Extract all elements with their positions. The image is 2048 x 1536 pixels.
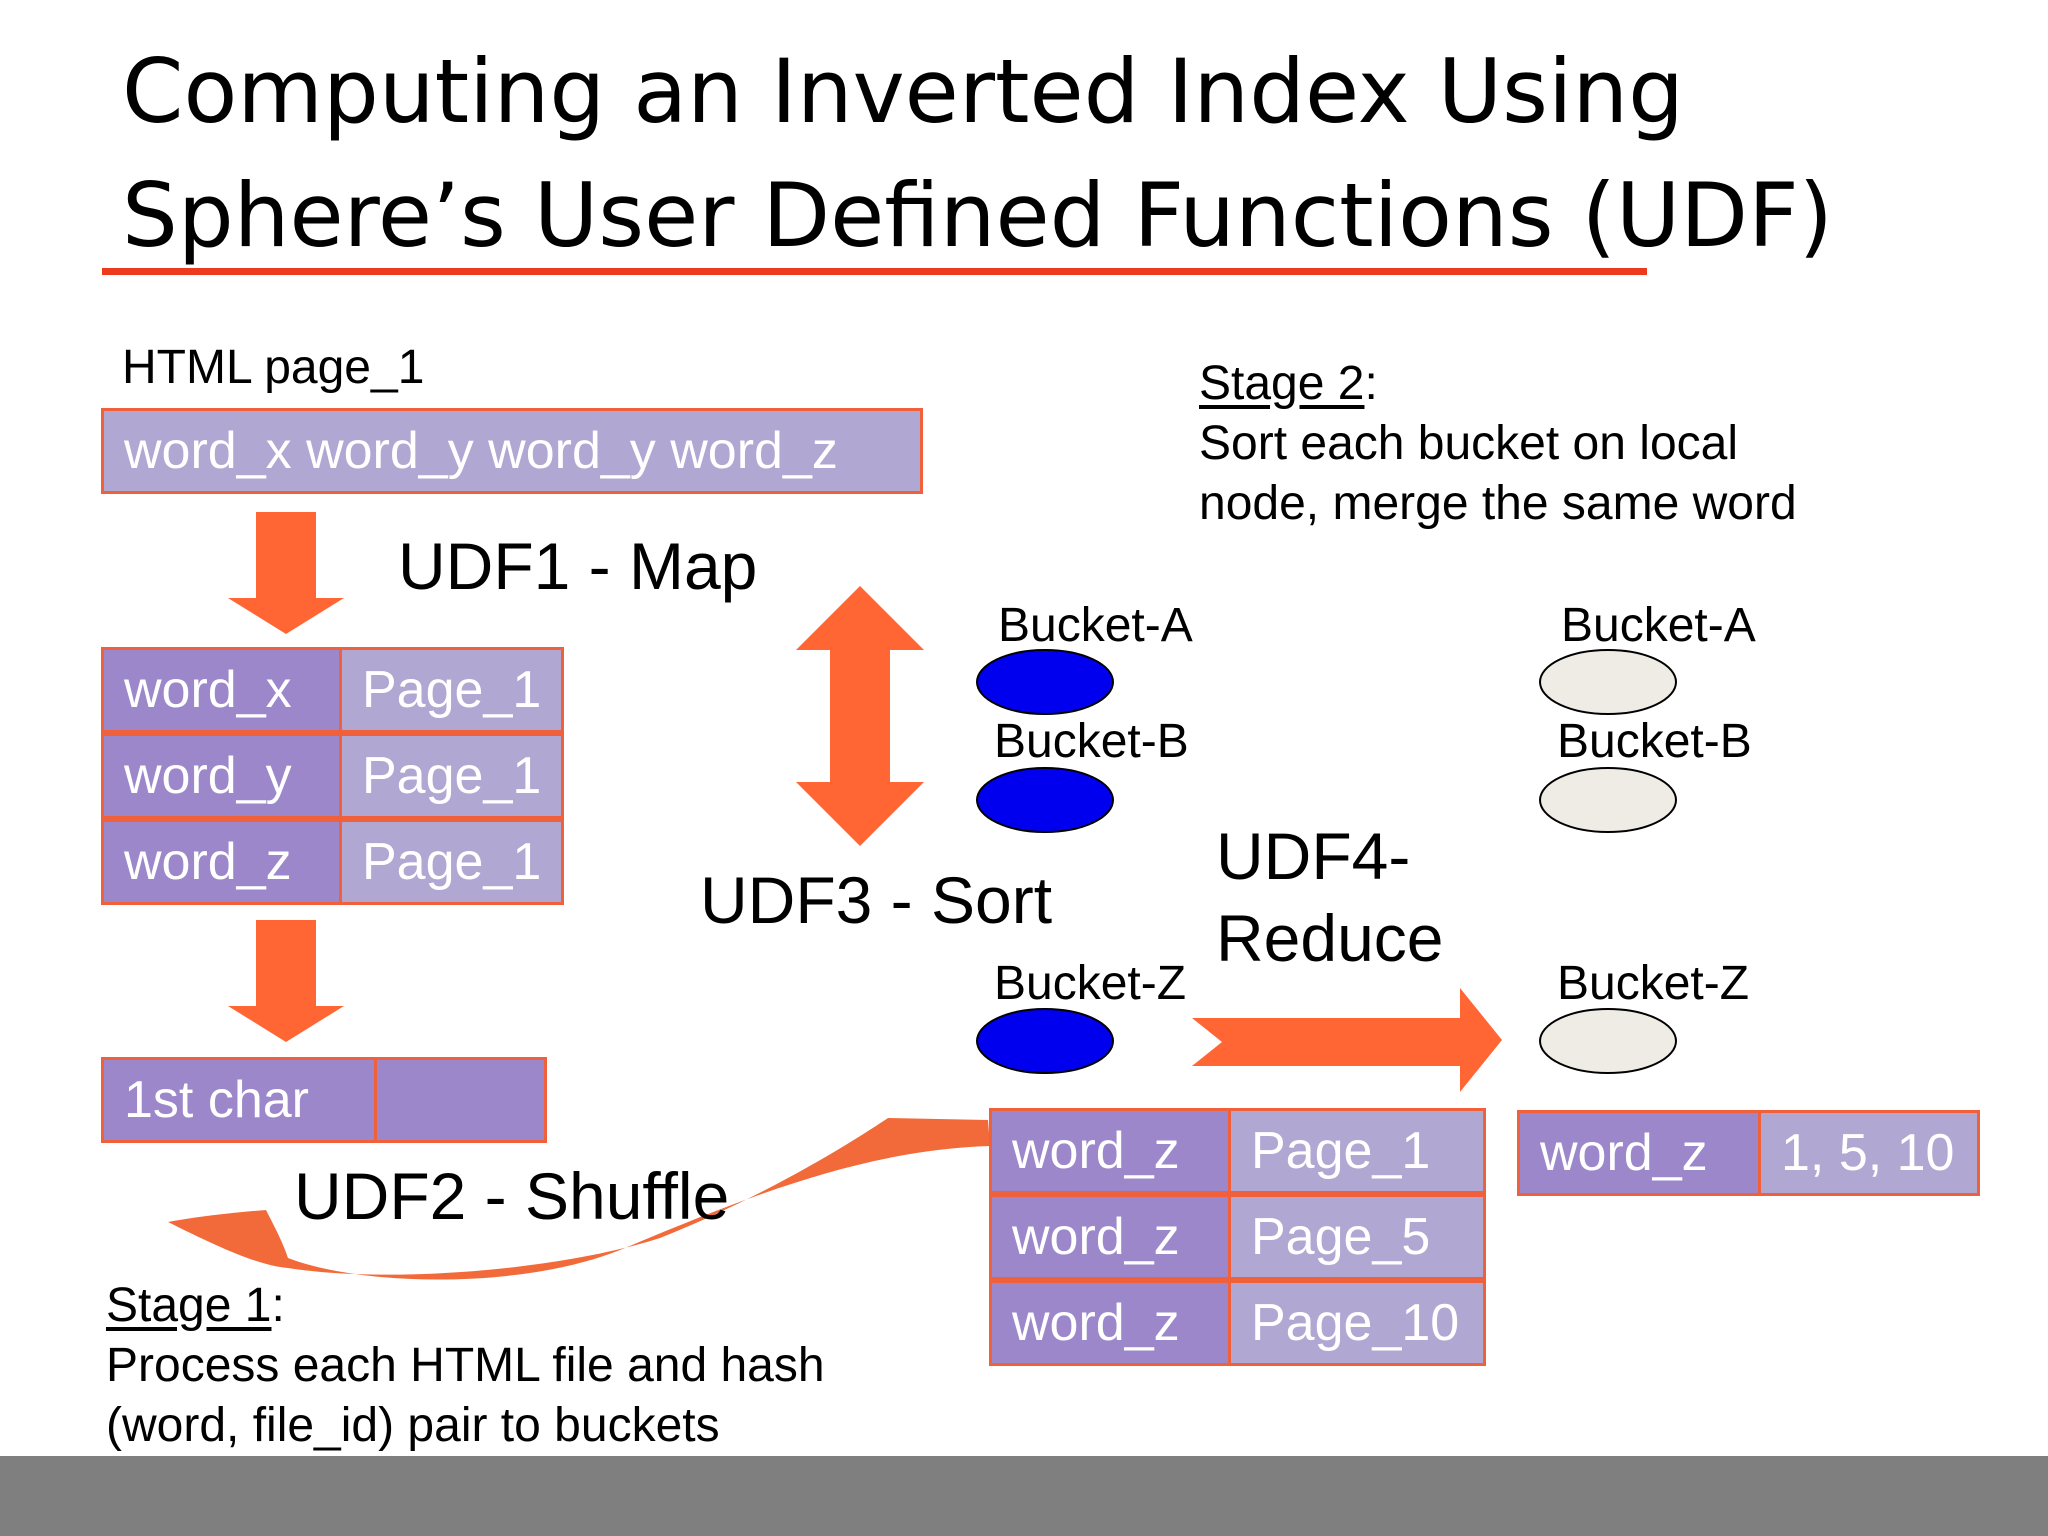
bucketz-word-1: word_z [989, 1108, 1231, 1194]
right-arrow-reduce [1192, 988, 1502, 1092]
stage2-line-1: Sort each bucket on local [1199, 417, 1738, 470]
udf3-sort-label: UDF3 - Sort [700, 863, 1053, 937]
map-page-3: Page_1 [339, 819, 564, 905]
bucketz-page-1: Page_1 [1228, 1108, 1486, 1194]
udf4-reduce-label-line-2: Reduce [1216, 901, 1444, 975]
first-char-label: 1st char [101, 1057, 377, 1143]
curved-arrow-shuffle [168, 1118, 990, 1280]
bucket-b-left-label: Bucket-B [994, 715, 1189, 768]
bottom-bar [0, 1456, 2048, 1536]
down-arrow-map [228, 512, 344, 634]
stage2-heading: Stage 2: [1199, 356, 1378, 412]
bucket-z-left-shape [976, 1008, 1114, 1074]
bucketz-word-2: word_z [989, 1194, 1231, 1280]
stage1-line-2: (word, file_id) pair to buckets [106, 1399, 720, 1452]
map-word-1: word_x [101, 647, 342, 733]
double-arrow-sort [796, 586, 924, 846]
bucket-b-right-label: Bucket-B [1557, 715, 1752, 768]
udf1-map-label: UDF1 - Map [398, 529, 758, 603]
html-page-content: word_x word_y word_y word_z [101, 408, 923, 494]
bucket-z-right-shape [1539, 1008, 1677, 1074]
bucket-b-right-shape [1539, 767, 1677, 833]
title-line-2: Sphere’s User Defined Functions (UDF) [122, 164, 1834, 267]
result-word: word_z [1517, 1110, 1761, 1196]
stage1-heading: Stage 1: [106, 1278, 285, 1334]
bucket-z-left-label: Bucket-Z [994, 957, 1187, 1010]
slide-title: Computing an Inverted Index Using Sphere… [122, 30, 1833, 278]
bucket-b-left-shape [976, 767, 1114, 833]
udf2-shuffle-label: UDF2 - Shuffle [294, 1159, 730, 1233]
stage1-colon: : [271, 1279, 285, 1332]
bucket-a-left-shape [976, 649, 1114, 715]
udf4-reduce-label-line-1: UDF4- [1216, 819, 1411, 893]
stage2-line-2: node, merge the same word [1199, 477, 1797, 530]
bucket-z-right-label: Bucket-Z [1557, 957, 1750, 1010]
stage1-line-1: Process each HTML file and hash [106, 1339, 825, 1392]
html-page-label: HTML page_1 [122, 341, 425, 394]
map-word-2: word_y [101, 733, 342, 819]
stage1-heading-text: Stage 1 [106, 1279, 272, 1332]
stage2-heading-text: Stage 2 [1199, 357, 1365, 410]
result-pages: 1, 5, 10 [1758, 1110, 1980, 1196]
down-arrow-shuffle [228, 920, 344, 1042]
title-underline [102, 268, 1647, 275]
title-line-1: Computing an Inverted Index Using [122, 40, 1685, 143]
bucket-a-right-shape [1539, 649, 1677, 715]
bucketz-page-3: Page_10 [1228, 1280, 1486, 1366]
map-page-2: Page_1 [339, 733, 564, 819]
map-word-3: word_z [101, 819, 342, 905]
map-page-1: Page_1 [339, 647, 564, 733]
bucket-a-left-label: Bucket-A [998, 599, 1193, 652]
bucketz-page-2: Page_5 [1228, 1194, 1486, 1280]
bucket-a-right-label: Bucket-A [1561, 599, 1756, 652]
stage2-colon: : [1364, 357, 1378, 410]
first-char-value [374, 1057, 547, 1143]
bucketz-word-3: word_z [989, 1280, 1231, 1366]
